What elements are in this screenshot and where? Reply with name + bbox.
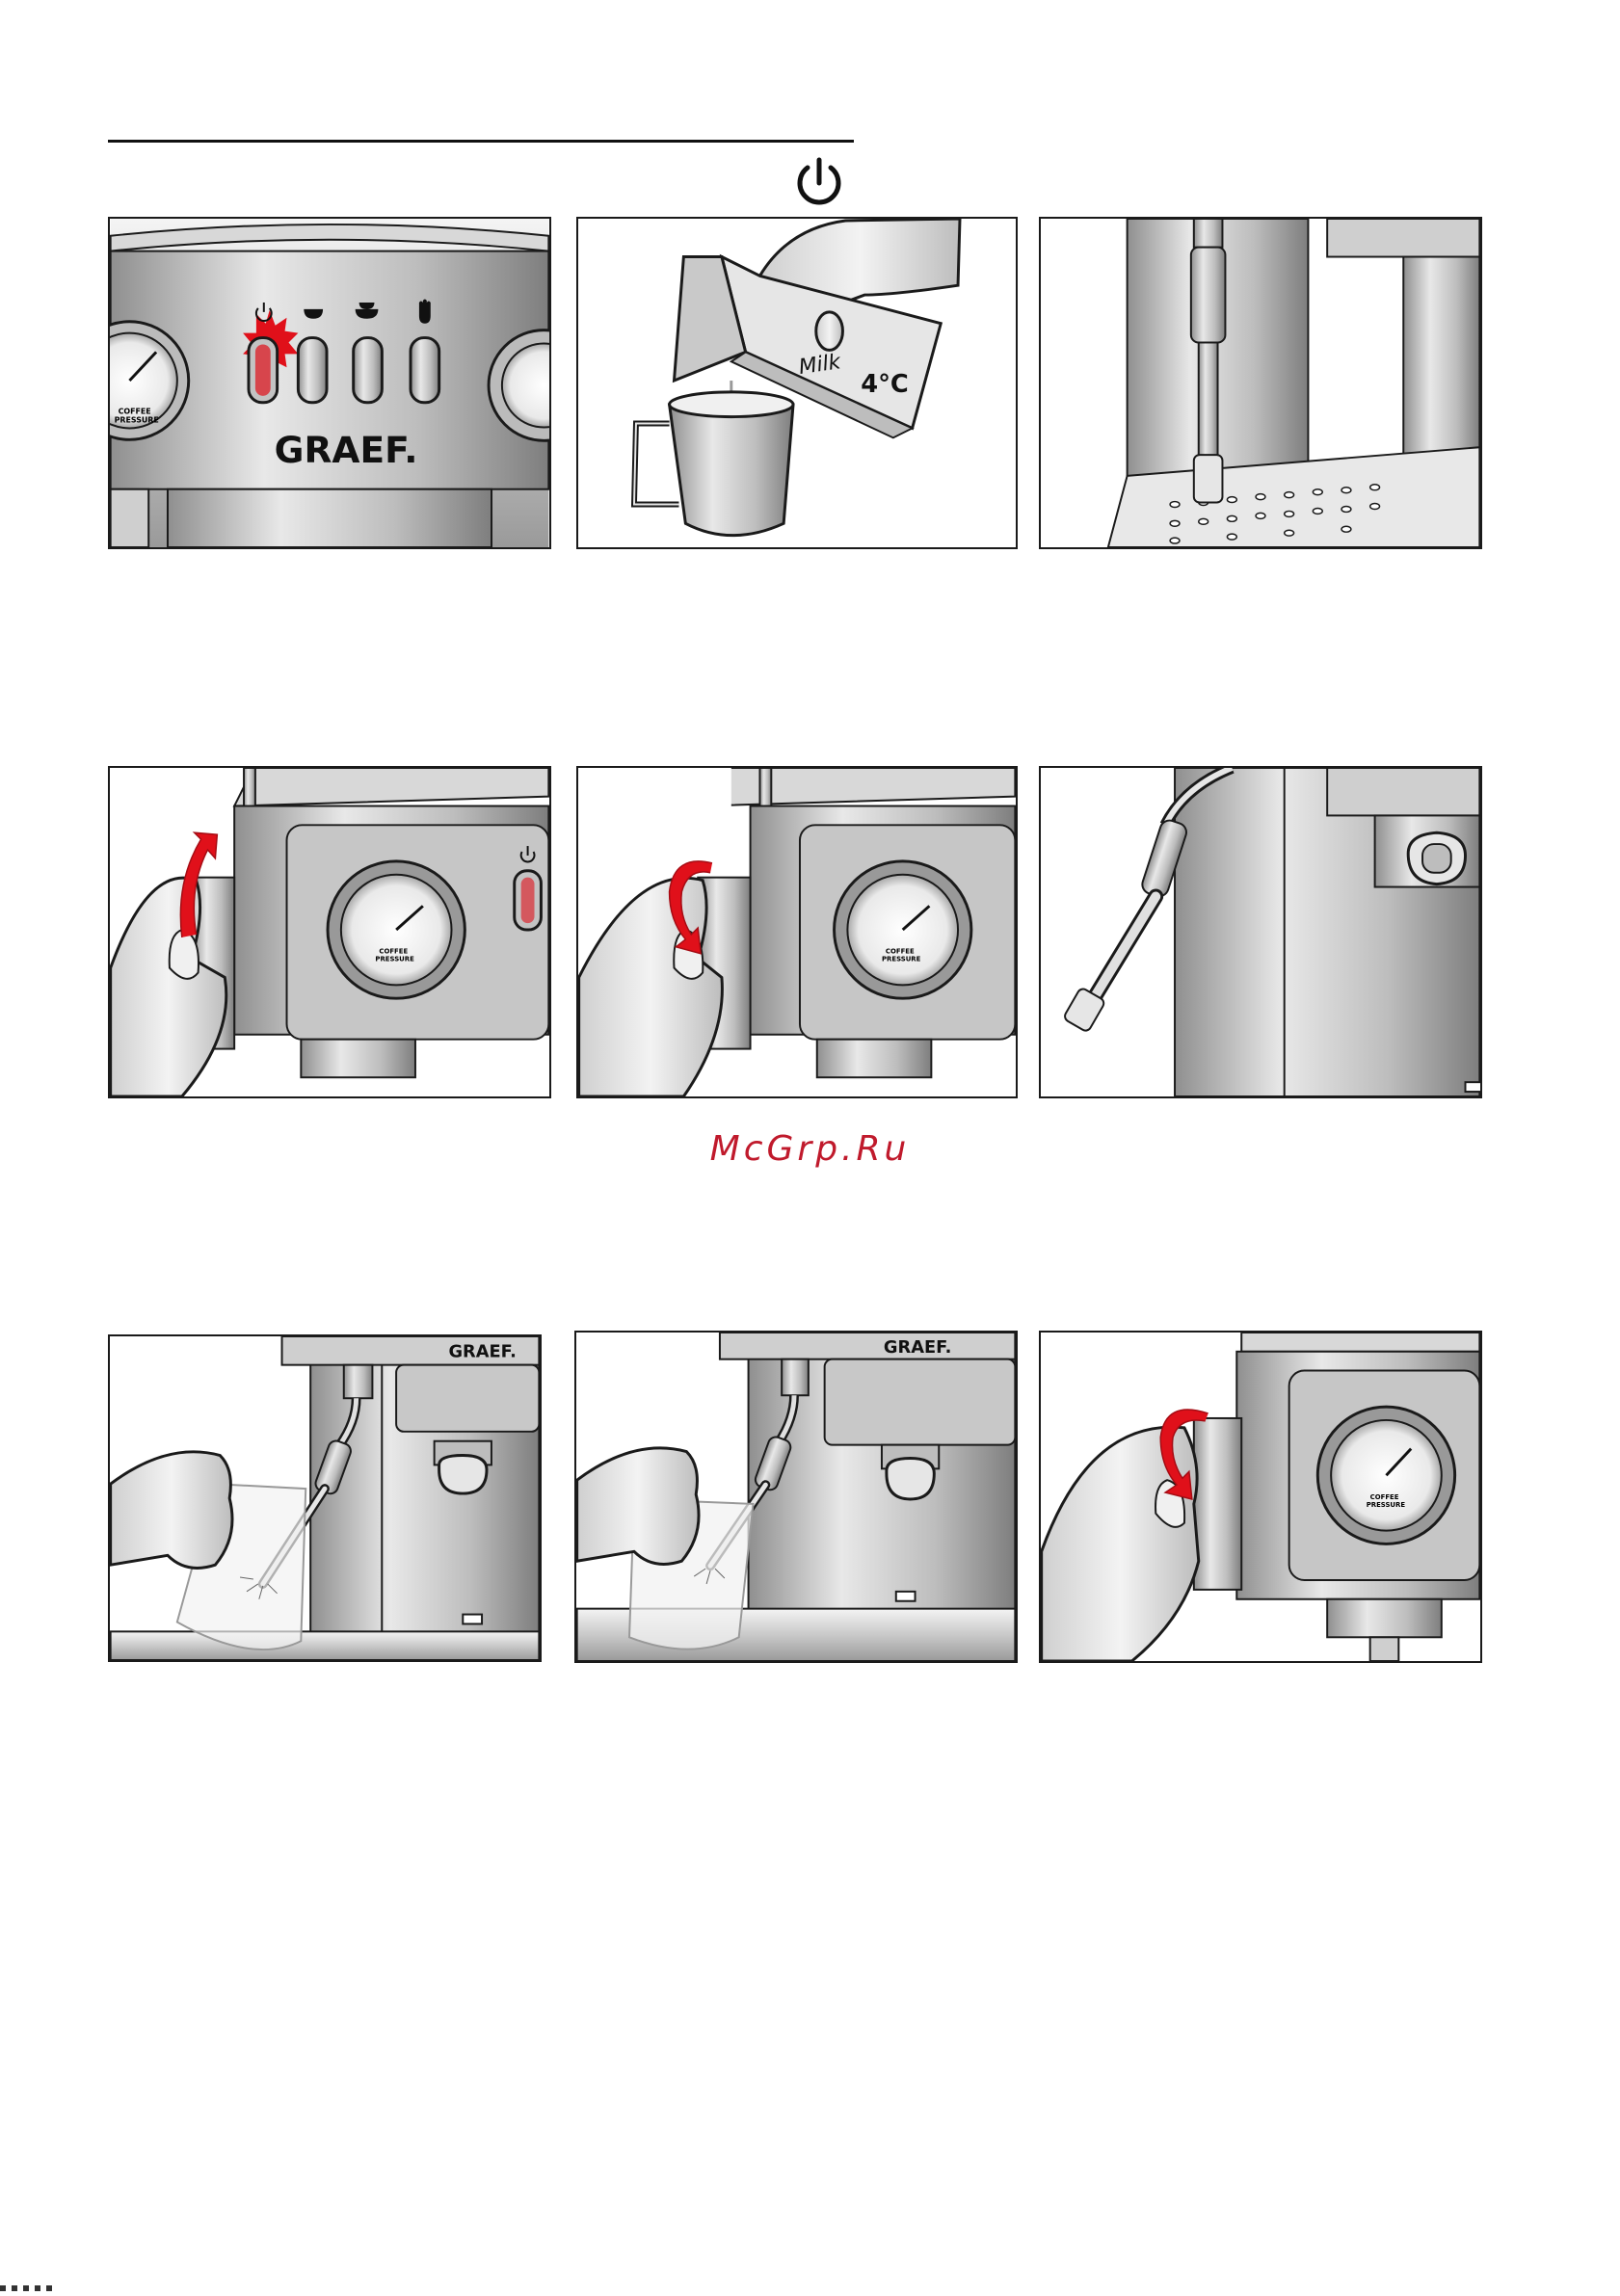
gauge-label: PRESSURE bbox=[882, 956, 921, 963]
illustration-wand-angle bbox=[1039, 766, 1482, 1098]
single-cup-button[interactable] bbox=[298, 338, 327, 403]
watermark: McGrp.Ru bbox=[0, 1129, 1620, 1169]
gauge-label: PRESSURE bbox=[115, 416, 159, 425]
gauge-label: COFFEE bbox=[119, 408, 151, 416]
power-icon bbox=[790, 154, 848, 212]
steam-hand-icon bbox=[419, 300, 431, 324]
steam-knob[interactable] bbox=[1194, 1418, 1241, 1590]
illustration-open-steam-knob: COFFEE PRESSURE bbox=[108, 766, 551, 1098]
page-footer-mark bbox=[0, 2285, 58, 2291]
illustration-pour-milk: Milk 4°C bbox=[576, 217, 1018, 549]
illustration-close-steam-knob: COFFEE PRESSURE bbox=[576, 766, 1018, 1098]
brand-logo: GRAEF. bbox=[275, 429, 418, 471]
gauge-label: COFFEE bbox=[886, 948, 915, 956]
steam-button[interactable] bbox=[411, 338, 439, 403]
illustration-control-panel: COFFEE PRESSURE GRAEF. bbox=[108, 217, 551, 549]
gauge-label: COFFEE bbox=[1370, 1493, 1399, 1501]
header-rule bbox=[108, 140, 854, 143]
gauge-label: PRESSURE bbox=[1367, 1501, 1406, 1509]
gauge-label: COFFEE bbox=[379, 948, 408, 956]
brand-logo: GRAEF. bbox=[448, 1342, 516, 1362]
brand-logo: GRAEF. bbox=[884, 1337, 951, 1358]
illustration-steam-wand bbox=[1039, 217, 1482, 549]
temperature-label: 4°C bbox=[861, 370, 909, 399]
gauge-label: PRESSURE bbox=[375, 956, 414, 963]
double-cup-button[interactable] bbox=[354, 338, 383, 403]
illustration-froth-milk-surface: GRAEF. bbox=[574, 1331, 1018, 1663]
illustration-close-knob-final: COFFEE PRESSURE bbox=[1039, 1331, 1482, 1663]
illustration-froth-milk-deep: GRAEF. bbox=[108, 1334, 542, 1662]
